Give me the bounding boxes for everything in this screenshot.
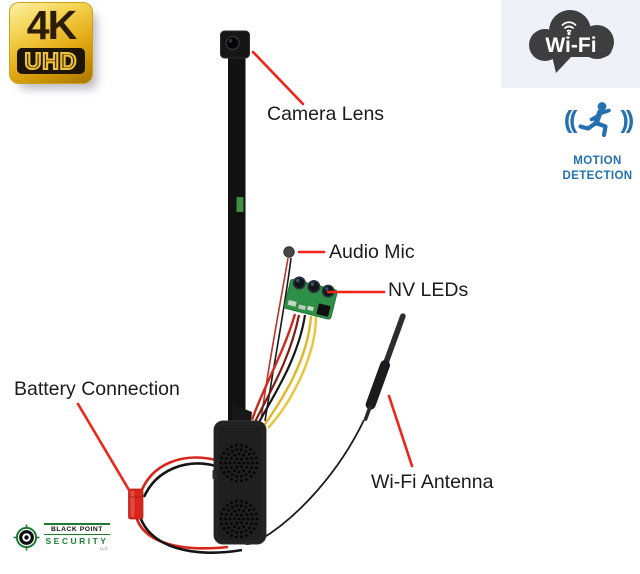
camera-ribbon-cable bbox=[228, 44, 246, 422]
signal-waves-left-icon: (( bbox=[563, 106, 578, 134]
wifi-badge-panel: Wi-Fi bbox=[501, 0, 640, 88]
battery-wire-red bbox=[139, 456, 217, 493]
uhd-4k-badge: 4K UHD bbox=[9, 2, 93, 84]
brand-name: BLACK POINT bbox=[51, 525, 103, 533]
wire-black bbox=[257, 314, 307, 425]
signal-waves-right-icon: )) bbox=[620, 106, 635, 134]
audio-mic-label: Audio Mic bbox=[329, 241, 415, 263]
camera-lens-label: Camera Lens bbox=[267, 103, 385, 125]
motion-label-line1: MOTION bbox=[573, 155, 622, 167]
speaker-grille-bottom bbox=[219, 499, 259, 539]
nv-led-board bbox=[283, 276, 338, 320]
battery-wire-black-lower bbox=[137, 512, 243, 554]
motion-label-line2: DETECTION bbox=[562, 170, 633, 182]
wire-yellow-1 bbox=[262, 315, 313, 428]
battery-connection-label: Battery Connection bbox=[14, 378, 180, 400]
battery-wire-black bbox=[142, 462, 217, 498]
brand-logo: BLACK POINT SECURITY LLC bbox=[13, 523, 110, 551]
running-man-icon bbox=[577, 102, 611, 138]
speaker-grille-top bbox=[219, 443, 259, 483]
motion-detection-badge: (( )) MOTION DETECTION bbox=[540, 100, 640, 184]
wifi-antenna-label: Wi-Fi Antenna bbox=[371, 471, 494, 493]
brand-rule-top bbox=[44, 523, 110, 525]
ribbon-label bbox=[236, 197, 244, 212]
badge-uhd-bar: UHD bbox=[17, 46, 85, 75]
camera-lens-pointer-line bbox=[251, 50, 305, 106]
wifi-cloud-icon: Wi-Fi bbox=[529, 10, 614, 73]
battery-pointer-line bbox=[76, 402, 131, 492]
wifi-badge-text: Wi-Fi bbox=[545, 34, 596, 57]
wire-red bbox=[250, 313, 297, 421]
badge-4k-text: 4K bbox=[26, 2, 77, 48]
camera-lens-module bbox=[220, 30, 250, 59]
wifi-stick-antenna bbox=[363, 313, 406, 421]
nv-leds-label: NV LEDs bbox=[388, 279, 469, 301]
brand-rule-bottom bbox=[44, 533, 110, 535]
wire-dark-red bbox=[254, 314, 301, 423]
red-jst-connector bbox=[128, 488, 144, 520]
badge-uhd-text: UHD bbox=[24, 46, 78, 74]
brand-subname: SECURITY bbox=[45, 536, 109, 546]
microphone-dot bbox=[283, 246, 295, 258]
mic-wire-red bbox=[260, 257, 289, 421]
mic-wire-black bbox=[264, 257, 292, 422]
antenna-pointer-line bbox=[387, 394, 414, 468]
dvr-module-body bbox=[212, 420, 267, 545]
wire-yellow-2 bbox=[267, 315, 318, 429]
brand-suffix: LLC bbox=[99, 546, 108, 551]
target-crosshair-icon bbox=[13, 524, 40, 550]
